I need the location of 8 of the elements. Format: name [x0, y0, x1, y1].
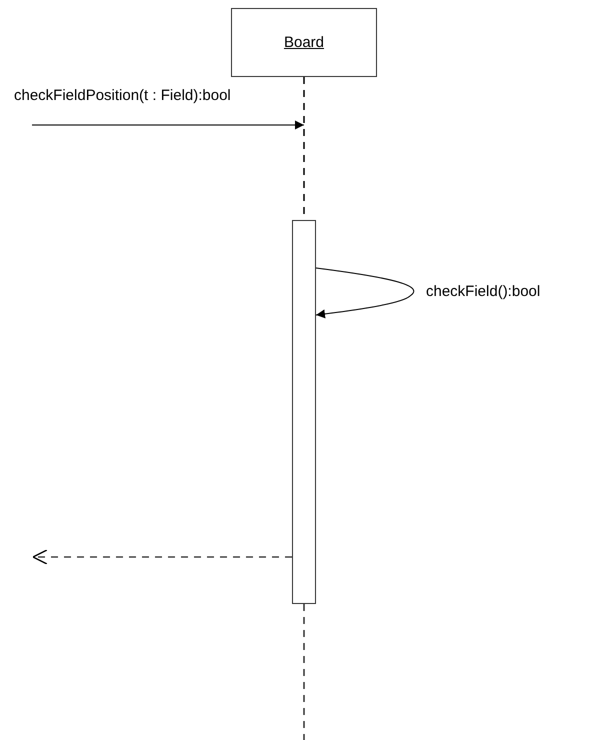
message-label: checkFieldPosition(t : Field):bool — [14, 87, 231, 104]
self-message-arrow — [316, 268, 414, 318]
message-arrow — [32, 120, 304, 130]
return-arrow — [32, 549, 292, 565]
message-label: checkField():bool — [426, 283, 540, 300]
activation-bar — [292, 220, 316, 604]
object-name: Board — [284, 34, 324, 51]
object-box — [231, 8, 377, 77]
